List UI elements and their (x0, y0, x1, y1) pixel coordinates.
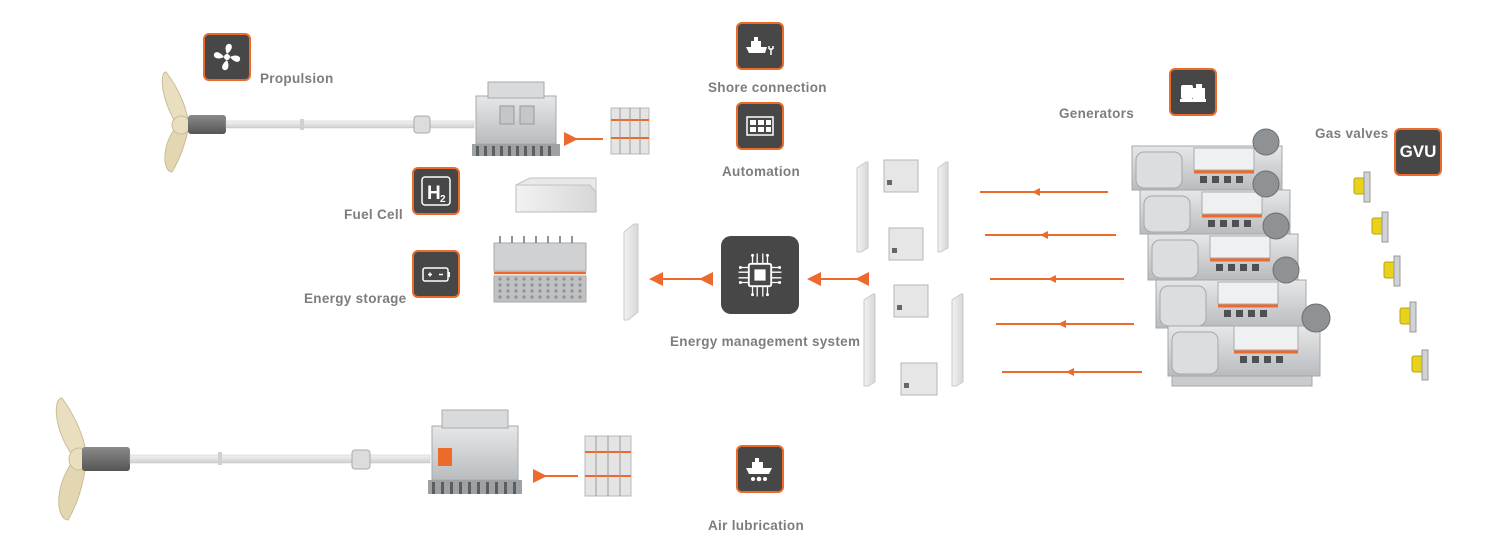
automation-icon-box (736, 102, 784, 150)
genset-4 (1155, 256, 1307, 329)
h2-subscript: 2 (440, 194, 446, 205)
fuel-cell-label: Fuel Cell (344, 207, 403, 222)
generators-label: Generators (1059, 106, 1135, 121)
switchboard-group (856, 159, 964, 396)
propulsion-motor-top (472, 81, 560, 156)
gvu-icon-box: GVU (1394, 128, 1442, 176)
generator-sets (1131, 128, 1331, 387)
propulsion-icon-box (203, 33, 251, 81)
fuel-cell-icon-box: H 2 (412, 167, 460, 215)
ship-plug-icon (746, 37, 774, 55)
shore-connection-label: Shore connection (708, 80, 827, 95)
shaft-bearing-top (300, 119, 304, 130)
battery-icon (422, 267, 450, 282)
shaft-bearing-bottom (218, 452, 222, 465)
shore-connection-icon-box (736, 22, 784, 70)
shaft-hub-bottom (82, 447, 130, 471)
energy-storage-label: Energy storage (304, 291, 407, 306)
generator-arrows (980, 188, 1142, 376)
hydrogen-icon: H 2 (421, 176, 451, 206)
shaft-hub-top (188, 115, 226, 134)
propulsion-label: Propulsion (260, 71, 334, 86)
shaft-bottom (129, 454, 431, 464)
shaft-top (225, 120, 475, 129)
generators-icon-box (1169, 68, 1217, 116)
control-panel-icon (746, 116, 774, 136)
switchboard-panel-left (623, 223, 639, 321)
automation-label: Automation (722, 164, 800, 179)
converter-cabinet-bottom (584, 435, 632, 497)
air-lubrication-label: Air lubrication (708, 518, 805, 533)
energy-management-system-label: Energy management system (670, 334, 861, 349)
gas-valve-units (1353, 171, 1429, 381)
propeller-top (161, 71, 191, 173)
fuel-cell-unit (515, 177, 597, 213)
shaft-coupling-bottom (351, 449, 371, 470)
energy-storage-icon-box (412, 250, 460, 298)
gvu-text: GVU (1399, 142, 1437, 161)
chip-icon (738, 253, 782, 297)
h2-symbol: H (427, 183, 441, 204)
ship-bubbles-icon (746, 458, 772, 482)
genset-5 (1167, 303, 1331, 387)
energy-storage-rack (493, 236, 587, 303)
energy-management-system-icon (721, 236, 799, 314)
shaft-coupling-top (413, 115, 431, 134)
propulsion-motor-bottom (428, 409, 522, 494)
converter-cabinet-top (610, 107, 650, 155)
generator-icon (1180, 84, 1206, 102)
fan-icon (213, 43, 241, 71)
gas-valves-label: Gas valves (1315, 126, 1389, 141)
air-lubrication-icon-box (736, 445, 784, 493)
